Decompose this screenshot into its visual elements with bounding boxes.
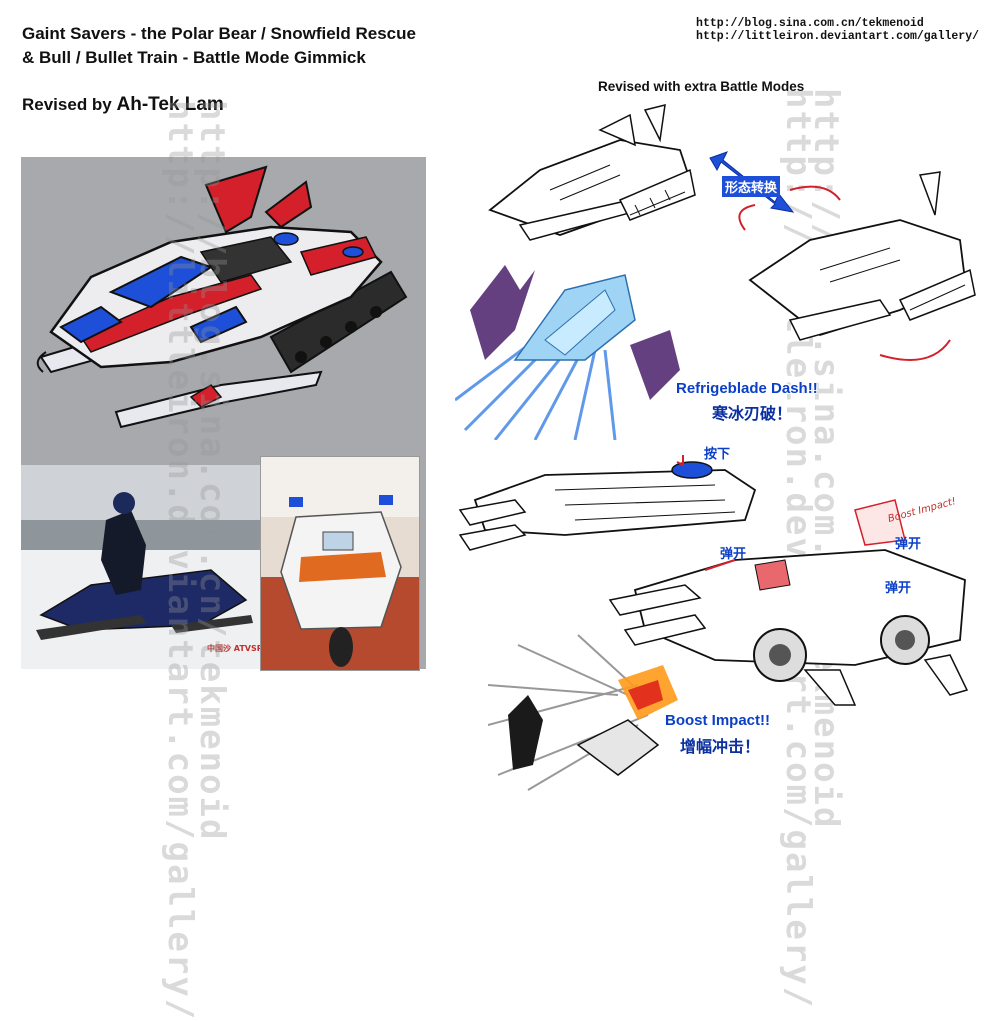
motorcycle-photo xyxy=(260,456,420,671)
right-section-heading: Revised with extra Battle Modes xyxy=(598,79,805,94)
spring-open-label-1: 弹开 xyxy=(720,547,747,562)
author-name: Ah-Tek Lam xyxy=(116,94,224,115)
source-urls: http://blog.sina.com.cn/tekmenoid http:/… xyxy=(696,17,979,43)
sketch-snowmobile-mode xyxy=(488,104,696,241)
spring-open-label-2: 弹开 xyxy=(895,537,922,552)
svg-text:中国沙 ATVSPO: 中国沙 ATVSPO xyxy=(207,643,260,653)
snowmobile-mecha-drawing xyxy=(36,165,408,429)
refrigeblade-callout-cn: 寒冰刃破！ xyxy=(712,404,793,423)
url-blog[interactable]: http://blog.sina.com.cn/tekmenoid xyxy=(696,17,924,30)
motorcycle-photo-image xyxy=(261,457,419,670)
url-deviantart[interactable]: http://littleiron.deviantart.com/gallery… xyxy=(696,30,979,43)
boost-impact-illustration xyxy=(488,634,678,791)
author-credit: Revised by Ah-Tek Lam xyxy=(22,94,224,116)
boost-impact-callout-cn: 增幅冲击！ xyxy=(680,737,761,756)
watermark-left-2: http://littleiron.deviantart.com/gallery… xyxy=(160,100,200,1021)
refrigeblade-dash-illustration xyxy=(455,265,680,440)
title-line-2: & Bull / Bullet Train - Battle Mode Gimm… xyxy=(22,48,366,67)
refrigeblade-callout-en: Refrigeblade Dash!! xyxy=(676,380,818,397)
spring-open-label-3: 弹开 xyxy=(885,581,912,596)
title-line-1: Gaint Savers - the Polar Bear / Snowfiel… xyxy=(22,24,416,43)
sketch-bull-battle-mode xyxy=(608,499,969,706)
revised-prefix: Revised by xyxy=(22,95,112,114)
press-label: 按下 xyxy=(704,447,731,462)
sketch-battle-mode xyxy=(738,171,976,361)
transform-label: 形态转换 xyxy=(722,176,781,197)
page-title: Gaint Savers - the Polar Bear / Snowfiel… xyxy=(22,22,416,70)
atvsport-logo: 中国沙 ATVSPO xyxy=(207,643,260,653)
snowmobile-photo-image: 中国沙 ATVSPO xyxy=(21,465,260,669)
boost-impact-callout-en: Boost Impact!! xyxy=(665,712,770,729)
double-arrow-icon xyxy=(709,151,795,213)
sketch-bullet-train xyxy=(458,455,757,551)
snowmobile-photo: 中国沙 ATVSPO xyxy=(21,465,260,669)
